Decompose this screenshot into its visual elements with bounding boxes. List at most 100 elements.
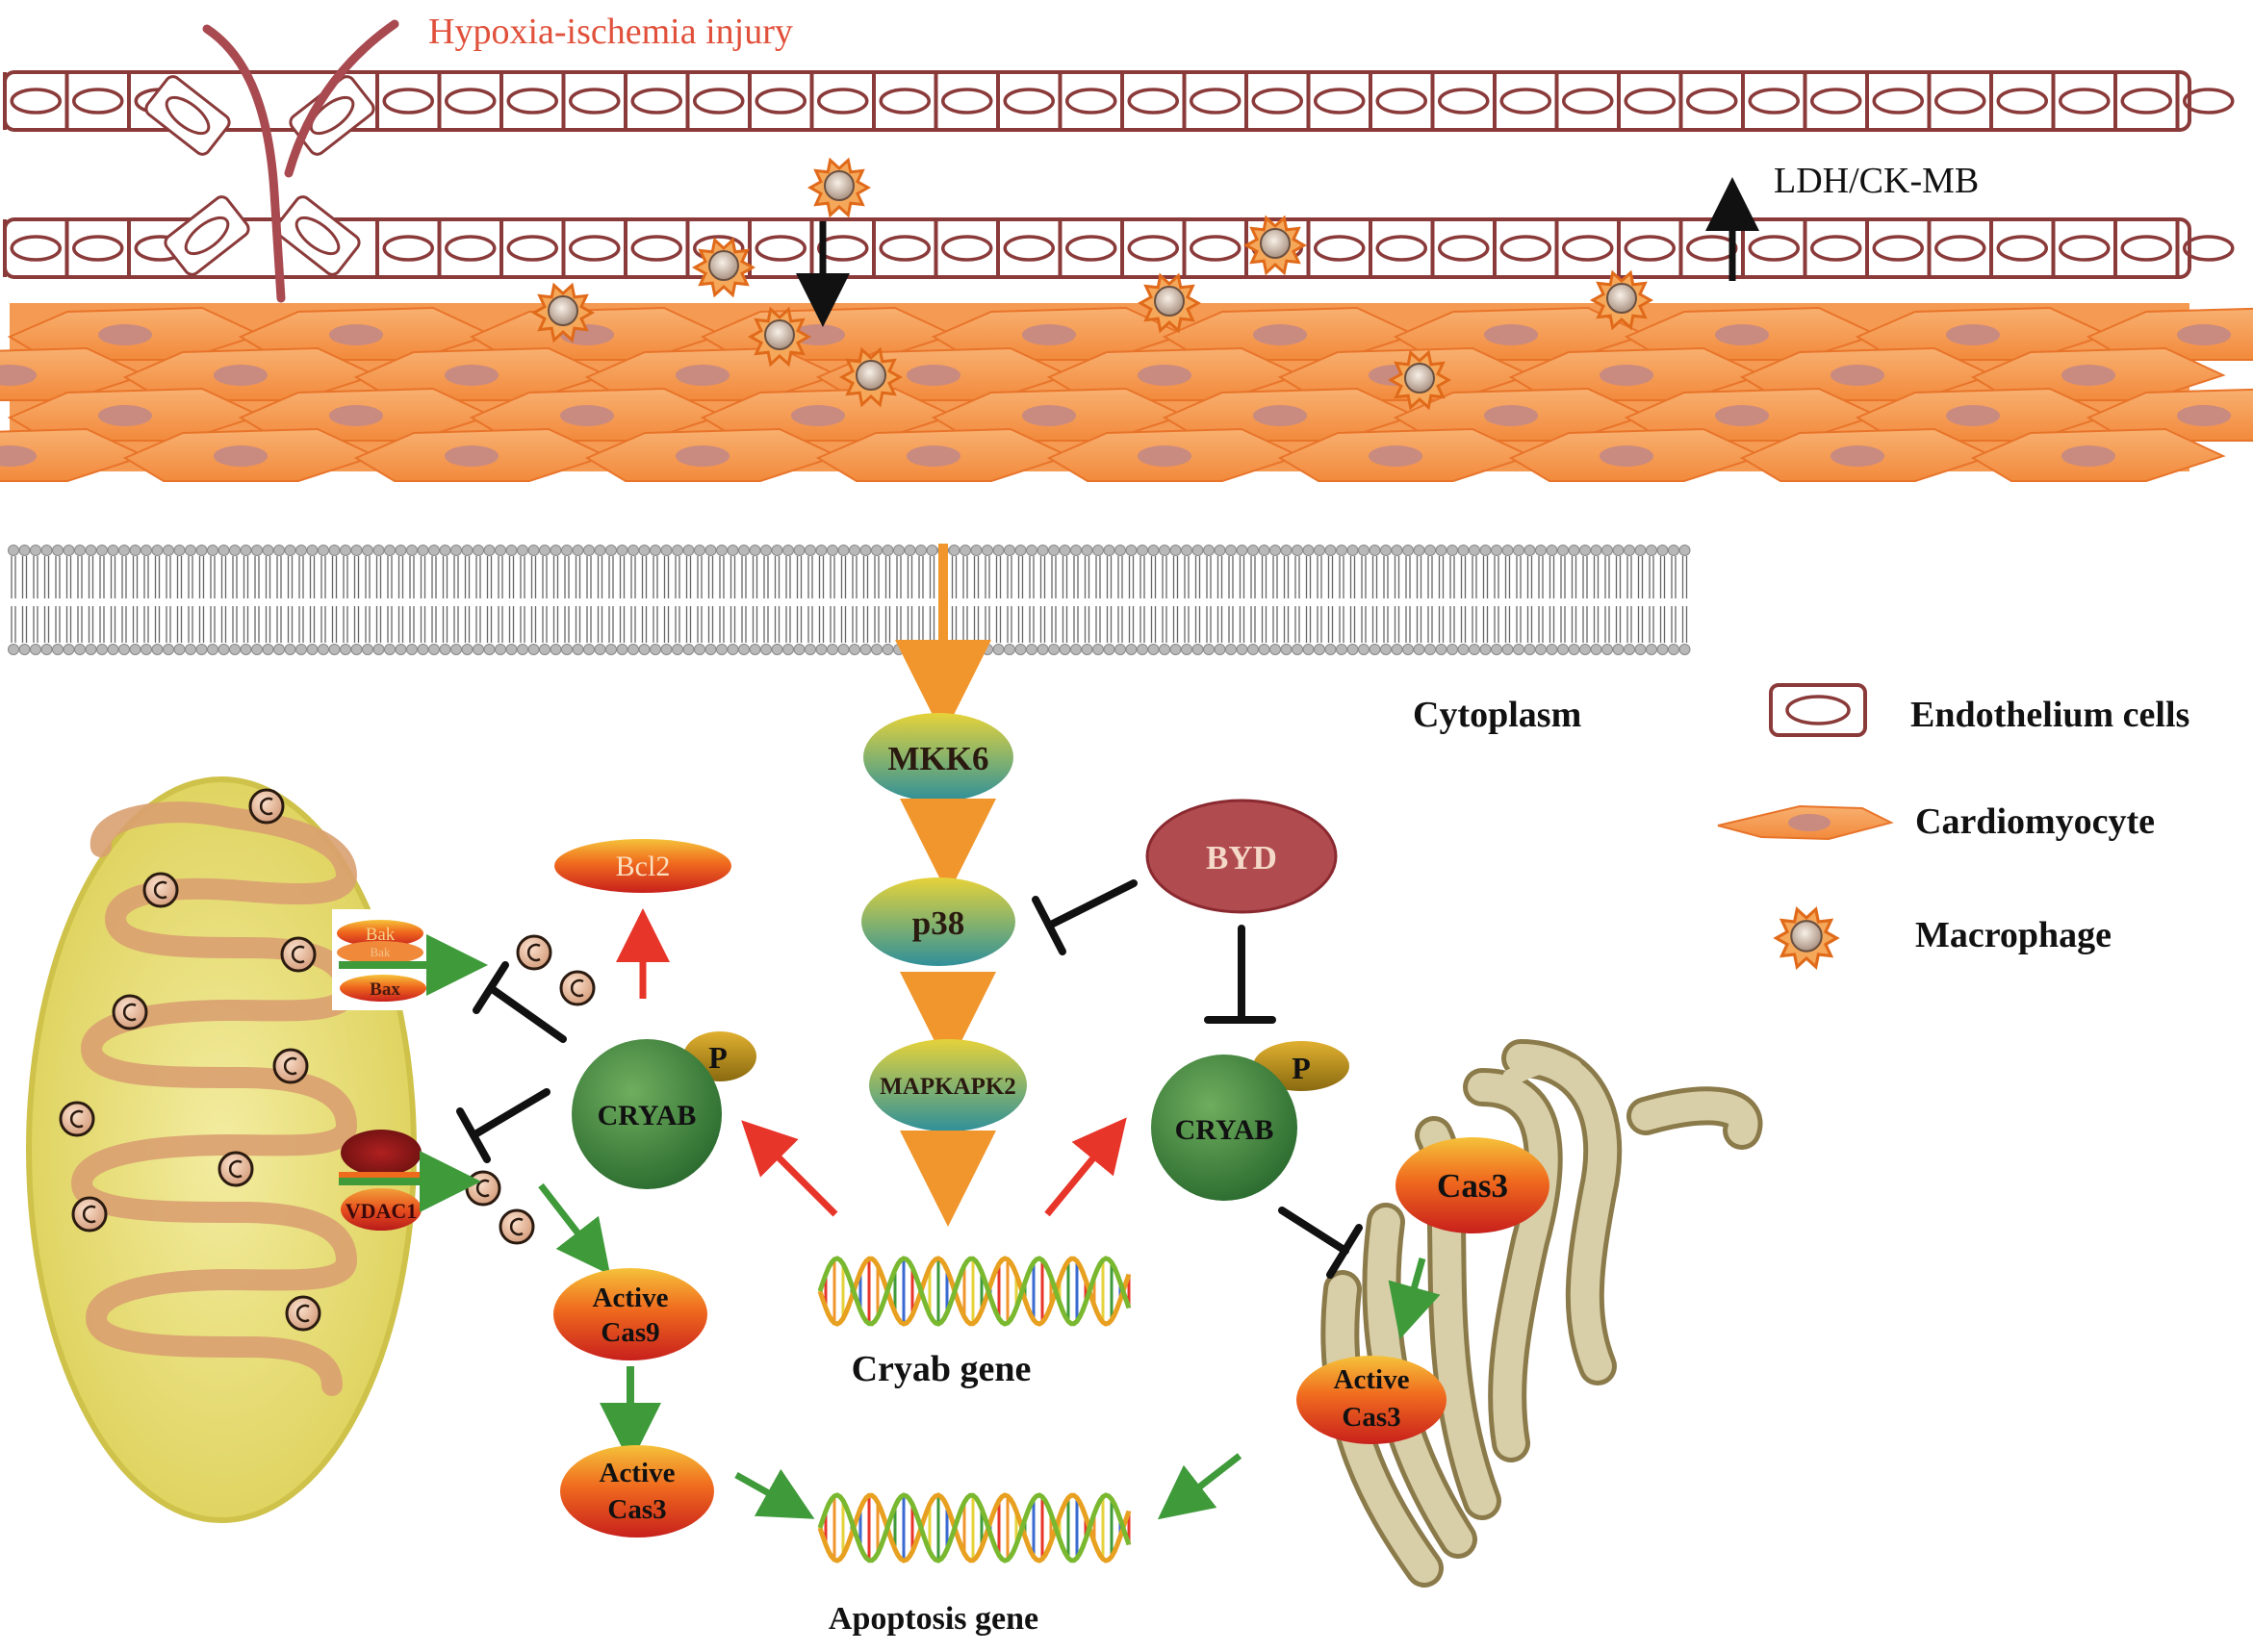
- lipid-head: [650, 545, 661, 556]
- cytochrome-c: [59, 1101, 95, 1137]
- lipid-head: [173, 644, 186, 655]
- lipid-head: [372, 644, 385, 655]
- lipid-head: [738, 545, 750, 556]
- lipid-head: [660, 644, 673, 655]
- endothelium-nucleus: [569, 88, 621, 114]
- lipid-head: [439, 644, 451, 655]
- lipid-head: [406, 644, 418, 655]
- lipid-head: [1380, 545, 1392, 556]
- lipid-head: [1523, 644, 1536, 655]
- lipid-head: [1236, 545, 1248, 556]
- lipid-head: [372, 545, 385, 556]
- lipid-head: [1070, 644, 1082, 655]
- lipid-head: [627, 545, 639, 556]
- lipid-head: [594, 545, 606, 556]
- cardiomyocyte-nucleus: [98, 324, 152, 345]
- endothelium-nucleus: [1810, 235, 1862, 262]
- lipid-head: [561, 545, 573, 556]
- lipid-head: [704, 545, 717, 556]
- lipid-head: [1513, 545, 1524, 556]
- endothelium-nucleus: [1872, 235, 1924, 262]
- tissue-arrows: [796, 177, 1759, 327]
- endothelium-nucleus: [630, 88, 682, 114]
- lipid-head: [815, 545, 828, 556]
- lipid-head: [1457, 545, 1470, 556]
- cardiomyocyte-nucleus: [676, 365, 730, 386]
- cardiomyocyte-nucleus: [1600, 365, 1653, 386]
- lipid-head: [483, 545, 496, 556]
- cytc-to-cas9-arrow: [538, 1182, 611, 1276]
- lipid-head: [1358, 644, 1370, 655]
- lipid-head: [1037, 545, 1049, 556]
- lipid-head: [1203, 545, 1215, 556]
- endothelium-nucleus: [10, 235, 62, 262]
- lipid-head: [1302, 644, 1315, 655]
- lipid-head: [837, 545, 850, 556]
- lipid-head: [749, 644, 761, 655]
- lipid-head: [882, 644, 894, 655]
- lipid-head: [727, 545, 739, 556]
- lipid-head: [273, 644, 285, 655]
- cardiomyocyte-nucleus: [214, 365, 268, 386]
- lipid-head: [1612, 644, 1625, 655]
- endothelium-nucleus: [1748, 88, 1800, 114]
- lipid-head: [306, 545, 319, 556]
- lipid-head: [1402, 644, 1414, 655]
- lipid-head: [882, 545, 894, 556]
- gene-to-cryab-right-arrow: [1044, 1117, 1127, 1217]
- lipid-head: [40, 644, 53, 655]
- lipid-head: [1346, 644, 1359, 655]
- cardiomyocyte-nucleus: [0, 365, 37, 386]
- lipid-head: [1092, 644, 1104, 655]
- cardiomyocyte-nucleus: [2177, 405, 2231, 426]
- active-cas3-left-line1: Active: [600, 1458, 676, 1488]
- byd-inhibit-cryab: [1204, 925, 1276, 1024]
- lipid-head: [1634, 545, 1647, 556]
- endothelium-nucleus: [1003, 88, 1055, 114]
- lipid-head: [384, 644, 396, 655]
- lipid-head: [295, 545, 307, 556]
- lipid-head: [1678, 644, 1691, 655]
- lipid-head: [1369, 644, 1381, 655]
- lipid-head: [1579, 545, 1591, 556]
- legend-macrophage-label: Macrophage: [1915, 915, 2112, 955]
- lipid-head: [262, 644, 274, 655]
- lipid-head: [583, 545, 595, 556]
- lipid-head: [749, 545, 761, 556]
- endothelium-nucleus: [1996, 88, 2048, 114]
- lipid-head: [1026, 644, 1037, 655]
- cryab-right-node: P CRYAB: [1151, 1041, 1349, 1201]
- lipid-head: [207, 545, 218, 556]
- endothelium-nucleus: [1190, 88, 1242, 114]
- lipid-head: [118, 644, 130, 655]
- injury-crossing-cells: [144, 75, 375, 276]
- lipid-head: [63, 644, 75, 655]
- endothelium-nucleus: [1562, 235, 1614, 262]
- macrophage-icon: [1242, 215, 1308, 276]
- lipid-head: [185, 545, 196, 556]
- endothelium-nucleus: [1499, 235, 1551, 262]
- cardiomyocyte-nucleus: [1715, 405, 1769, 426]
- lipid-head: [1269, 545, 1281, 556]
- lipid-head: [52, 545, 64, 556]
- lipid-head: [1070, 545, 1082, 556]
- lipid-head: [517, 644, 528, 655]
- lipid-head: [859, 644, 872, 655]
- lipid-head: [30, 545, 41, 556]
- bak-label-2: Bak: [371, 945, 391, 959]
- lipid-head: [1203, 644, 1215, 655]
- macrophages: [530, 157, 1654, 411]
- injury-lightning: [202, 19, 399, 303]
- ldh-ckmb-label: LDH/CK-MB: [1774, 161, 1979, 201]
- endothelium-nucleus: [1438, 88, 1490, 114]
- cardiomyocyte-nucleus: [1715, 324, 1769, 345]
- cardiomyocyte-nucleus: [907, 365, 960, 386]
- lipid-head: [904, 545, 916, 556]
- lipid-head: [1214, 644, 1226, 655]
- cardiomyocyte-nucleus: [1831, 445, 1884, 467]
- lipid-head: [1624, 545, 1635, 556]
- lipid-head: [1280, 545, 1293, 556]
- cardiomyocyte-nucleus: [214, 445, 268, 467]
- lipid-head: [406, 545, 418, 556]
- lipid-head: [1447, 545, 1458, 556]
